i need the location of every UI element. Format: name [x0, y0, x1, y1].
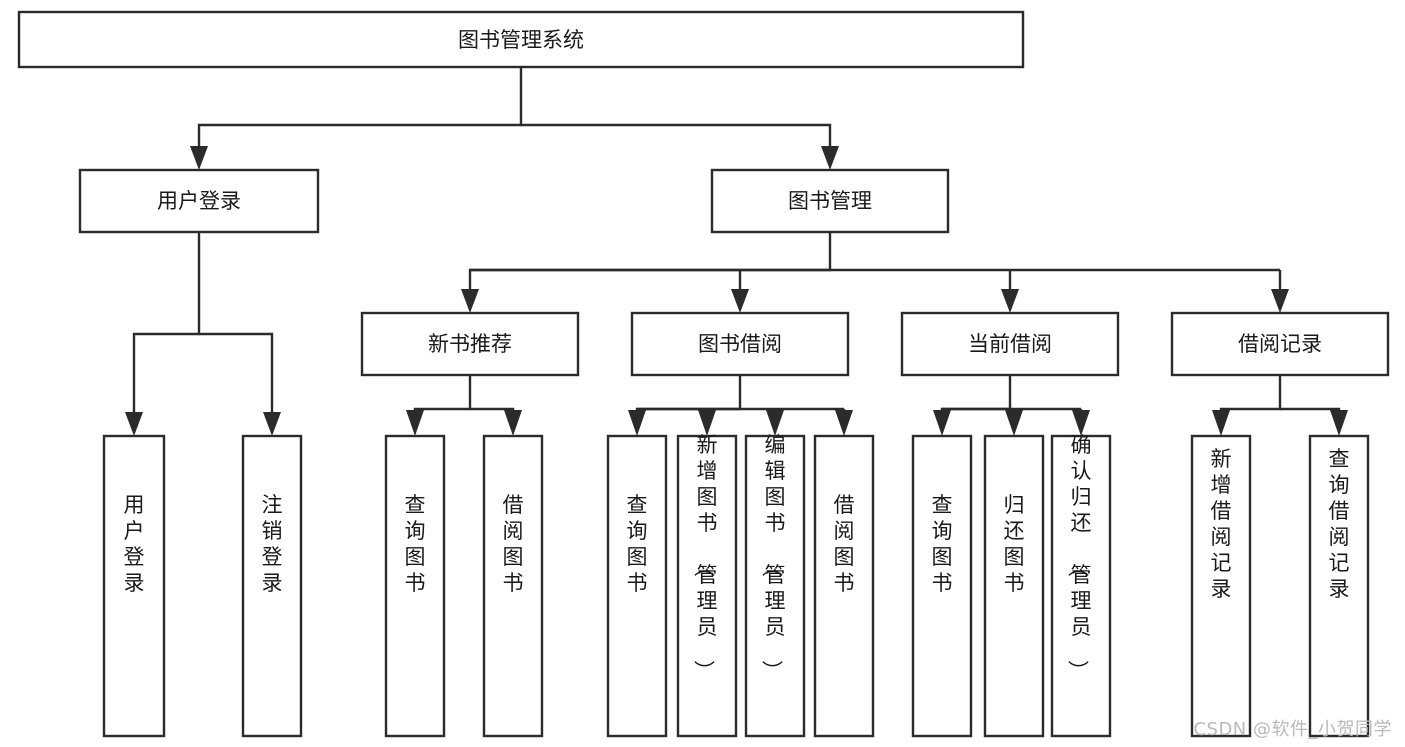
- arrow-head-icon: [933, 410, 951, 436]
- node-box-leaf-add-record: [1190, 434, 1252, 738]
- node-label-book-manage: 图书管理: [788, 189, 872, 213]
- node-leaf-edit-book[interactable]: 编辑图书（管理员）: [744, 433, 806, 738]
- node-label-leaf-query-book-2: 查询图书: [627, 493, 648, 595]
- node-box-leaf-edit-book: [744, 434, 806, 738]
- node-box-book-manage: [710, 168, 950, 234]
- node-label-leaf-query-book-1: 查询图书: [405, 493, 426, 595]
- connector-userlogin-to-leaves: [125, 232, 281, 436]
- node-leaf-borrow-book-2[interactable]: 借阅图书: [813, 434, 875, 738]
- arrow-head-icon: [1001, 289, 1019, 313]
- node-box-new-book-recommend: [360, 311, 580, 377]
- node-box-borrow-record: [1170, 311, 1390, 377]
- node-box-book-borrow: [630, 311, 850, 377]
- arrow-head-icon: [263, 412, 281, 436]
- node-label-new-book-recommend: 新书推荐: [428, 332, 512, 356]
- node-box-leaf-add-book: [676, 434, 738, 738]
- node-label-leaf-query-book-3: 查询图书: [932, 493, 953, 595]
- node-book-manage[interactable]: 图书管理: [710, 168, 950, 234]
- node-label-book-borrow: 图书借阅: [698, 332, 782, 356]
- node-label-leaf-add-book: 新增图书（管理员）: [692, 433, 718, 681]
- arrow-head-icon: [1271, 289, 1289, 313]
- node-label-leaf-edit-book: 编辑图书（管理员）: [760, 433, 786, 681]
- node-box-leaf-return-book: [983, 434, 1045, 738]
- node-box-leaf-borrow-book-1: [482, 434, 544, 738]
- connector-root-to-level2: [190, 67, 839, 170]
- node-label-borrow-record: 借阅记录: [1238, 332, 1322, 356]
- arrow-head-icon: [125, 412, 143, 436]
- node-label-current-borrow: 当前借阅: [968, 332, 1052, 356]
- arrow-head-icon: [504, 410, 522, 436]
- node-box-leaf-query-book-1: [384, 434, 446, 738]
- node-borrow-record[interactable]: 借阅记录: [1170, 311, 1390, 377]
- node-label-leaf-confirm-return: 确认归还（管理员）: [1066, 433, 1092, 681]
- arrow-head-icon: [1072, 410, 1090, 436]
- node-leaf-query-book-3[interactable]: 查询图书: [911, 434, 973, 738]
- node-label-root: 图书管理系统: [458, 28, 584, 52]
- node-new-book-recommend[interactable]: 新书推荐: [360, 311, 580, 377]
- node-leaf-return-book[interactable]: 归还图书: [983, 434, 1045, 738]
- node-label-leaf-return-book: 归还图书: [1004, 493, 1025, 595]
- connector-bookmanage-to-level3: [461, 232, 1289, 313]
- node-box-leaf-query-book-3: [911, 434, 973, 738]
- connector-bookborrow-to-leaves: [628, 375, 853, 436]
- node-label-leaf-query-record: 查询借阅记录: [1329, 447, 1350, 601]
- node-box-leaf-borrow-book-2: [813, 434, 875, 738]
- arrow-head-icon: [835, 410, 853, 436]
- arrow-head-icon: [821, 146, 839, 170]
- arrow-head-icon: [698, 410, 716, 436]
- arrow-head-icon: [1212, 410, 1230, 436]
- node-leaf-query-record[interactable]: 查询借阅记录: [1308, 434, 1370, 738]
- node-leaf-user-login[interactable]: 用户登录: [102, 434, 166, 738]
- node-label-leaf-user-login: 用户登录: [124, 493, 145, 595]
- arrow-head-icon: [406, 410, 424, 436]
- node-box-leaf-query-record: [1308, 434, 1370, 738]
- node-book-borrow[interactable]: 图书借阅: [630, 311, 850, 377]
- node-leaf-user-logout[interactable]: 注销登录: [241, 434, 303, 738]
- node-box-leaf-user-login: [102, 434, 166, 738]
- arrow-head-icon: [766, 410, 784, 436]
- node-box-current-borrow: [900, 311, 1120, 377]
- connector-borrowrecord-to-leaves: [1212, 375, 1348, 436]
- node-box-leaf-confirm-return: [1050, 434, 1112, 738]
- node-box-root: [17, 10, 1025, 69]
- connector-currentborrow-to-leaves: [933, 375, 1090, 436]
- node-leaf-borrow-book-1[interactable]: 借阅图书: [482, 434, 544, 738]
- arrow-head-icon: [1005, 410, 1023, 436]
- node-box-user-login: [78, 168, 320, 234]
- arrow-head-icon: [628, 410, 646, 436]
- node-label-leaf-borrow-book-2: 借阅图书: [834, 493, 855, 595]
- node-current-borrow[interactable]: 当前借阅: [900, 311, 1120, 377]
- node-user-login[interactable]: 用户登录: [78, 168, 320, 234]
- node-leaf-query-book-1[interactable]: 查询图书: [384, 434, 446, 738]
- connector-recommend-to-leaves: [406, 375, 522, 436]
- node-box-leaf-user-logout: [241, 434, 303, 738]
- node-leaf-add-record[interactable]: 新增借阅记录: [1190, 434, 1252, 738]
- node-leaf-add-book[interactable]: 新增图书（管理员）: [676, 433, 738, 738]
- node-root-system[interactable]: 图书管理系统: [17, 10, 1025, 69]
- arrow-head-icon: [1330, 410, 1348, 436]
- arrow-head-icon: [461, 289, 479, 313]
- node-label-leaf-user-logout: 注销登录: [262, 493, 283, 595]
- node-label-leaf-add-record: 新增借阅记录: [1211, 447, 1232, 601]
- node-leaf-query-book-2[interactable]: 查询图书: [606, 434, 668, 738]
- node-label-leaf-borrow-book-1: 借阅图书: [503, 493, 524, 595]
- node-leaf-confirm-return[interactable]: 确认归还（管理员）: [1050, 433, 1112, 738]
- arrow-head-icon: [190, 146, 208, 170]
- node-box-leaf-query-book-2: [606, 434, 668, 738]
- arrow-head-icon: [731, 289, 749, 313]
- node-label-user-login: 用户登录: [157, 189, 241, 213]
